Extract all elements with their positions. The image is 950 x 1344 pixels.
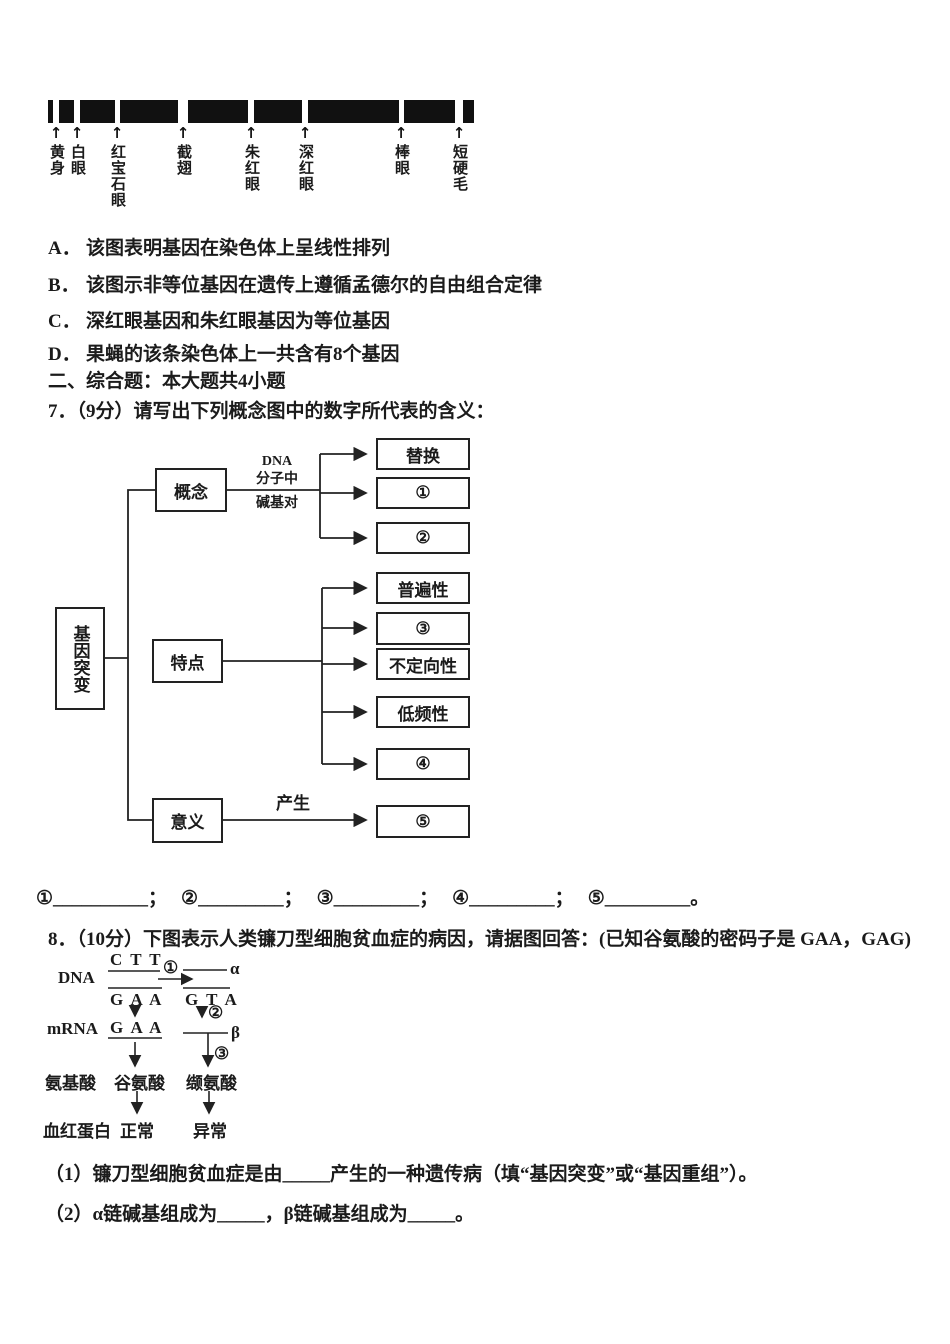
row-label-dna: DNA [58, 968, 95, 987]
gene-label: 红宝石眼 [109, 144, 125, 208]
concept-map-connectors [105, 446, 368, 828]
gene-pointer-arrow-icon: ↑ [394, 124, 408, 142]
q7-answer-blanks: ①__________； ②_________； ③_________； ④__… [36, 883, 709, 910]
concept-map-diagram: 基因突变 概念 特点 意义 DNA 分子中 碱基对 产生 替换 ① ② 普遍性 … [0, 435, 500, 855]
question7-stem: 7．（9分）请写出下列概念图中的数字所代表的含义： [48, 401, 495, 422]
answer-blank: ④_________； [452, 888, 574, 909]
step-3-label: ③ [214, 1044, 230, 1063]
concept-map-root-box: 基因突变 [55, 607, 105, 710]
section-header: 二、综合题：本大题共4小题 [48, 371, 286, 392]
dna-mutant-strand: G T A [185, 990, 239, 1009]
chromosome-segment [59, 100, 74, 123]
gene-pointer-arrow-icon: ↑ [452, 124, 466, 142]
dna-coding-strand: C T T [110, 950, 163, 969]
gene-pointer-arrow-icon: ↑ [70, 124, 84, 142]
step-2-label: ② [208, 1003, 224, 1022]
amino-acid-normal: 谷氨酸 [114, 1074, 165, 1093]
chromosome-figure: ↑ ↑ ↑ ↑ ↑ ↑ ↑ ↑ 黄身 白眼 红宝石眼 截翅 朱红眼 深红眼 棒眼… [0, 0, 950, 230]
beta-chain-label: β [231, 1023, 240, 1042]
concept-edge-label: DNA 分子中 碱基对 [243, 453, 311, 513]
question8-stem: 8．（10分）下图表示人类镰刀型细胞贫血症的病因，请据图回答：(已知谷氨酸的密码… [48, 929, 911, 950]
option-b: B． 该图示非等位基因在遗传上遵循孟德尔的自由组合定律 [48, 270, 542, 297]
concept-node-box: 概念 [155, 468, 227, 512]
option-c: C．深红眼基因和朱红眼基因为等位基因 [48, 306, 390, 333]
gene-label: 白眼 [69, 144, 85, 176]
gene-label: 棒眼 [393, 144, 409, 176]
option-key: D． [48, 344, 81, 365]
edge-label-line: 分子中 [256, 472, 298, 487]
meaning-node-box: 意义 [152, 798, 223, 843]
feature-node-box: 特点 [152, 639, 223, 683]
gene-label: 短硬毛 [451, 144, 467, 192]
chromosome-segment [188, 100, 248, 123]
chromosome-segment [80, 100, 115, 123]
hemoglobin-abnormal: 异常 [193, 1122, 227, 1141]
concept-child-box: ② [376, 522, 470, 554]
gene-label: 朱红眼 [243, 144, 259, 192]
gene-label: 黄身 [48, 144, 64, 176]
option-text: 该图表明基因在染色体上呈线性排列 [86, 238, 391, 259]
gene-pointer-arrow-icon: ↑ [176, 124, 190, 142]
edge-label-line: 碱基对 [256, 496, 298, 511]
concept-child-box: 替换 [376, 438, 470, 470]
option-key: B． [48, 275, 80, 296]
option-text: 深红眼基因和朱红眼基因为等位基因 [86, 311, 391, 332]
answer-blank: ①__________； [36, 888, 168, 909]
option-text: 果蝇的该条染色体上一共含有8个基因 [86, 344, 400, 365]
meaning-edge-label: 产生 [276, 794, 310, 813]
gene-label: 截翅 [175, 144, 191, 176]
chromosome-segment [404, 100, 455, 123]
concept-child-box: ① [376, 477, 470, 509]
feature-child-box: 普遍性 [376, 572, 470, 604]
pathway-connectors [108, 969, 230, 1115]
feature-child-box: 低频性 [376, 696, 470, 728]
answer-blank: ③_________； [316, 888, 439, 909]
alpha-chain-label: α [230, 959, 240, 978]
option-key: C． [48, 311, 81, 332]
gene-pointer-arrow-icon: ↑ [298, 124, 312, 142]
row-label-hemoglobin: 血红蛋白 [43, 1122, 111, 1141]
q8-subquestion-1: （1）镰刀型细胞贫血症是由_____产生的一种遗传病（填“基因突变”或“基因重组… [45, 1164, 758, 1185]
option-a: A．该图表明基因在染色体上呈线性排列 [48, 233, 390, 260]
q8-subquestion-2: （2）α链碱基组成为_____，β链碱基组成为_____。 [45, 1204, 475, 1225]
option-d: D．果蝇的该条染色体上一共含有8个基因 [48, 339, 400, 366]
meaning-child-box: ⑤ [376, 805, 470, 838]
chromosome-segment [254, 100, 302, 123]
chromosome-segment [463, 100, 474, 123]
gene-pointer-arrow-icon: ↑ [110, 124, 124, 142]
amino-acid-mutant: 缬氨酸 [186, 1074, 237, 1093]
chromosome-segment [120, 100, 178, 123]
feature-child-box: 不定向性 [376, 648, 470, 680]
row-label-mrna: mRNA [47, 1019, 98, 1038]
edge-label-line: DNA [261, 454, 293, 469]
gene-pointer-arrow-icon: ↑ [49, 124, 63, 142]
chromosome-segment [48, 100, 53, 123]
feature-child-box: ③ [376, 612, 470, 645]
mrna-codon-normal: G A A [110, 1018, 164, 1037]
chromosome-segment [308, 100, 399, 123]
sickle-cell-diagram: DNA mRNA 氨基酸 血红蛋白 C T T G A A G A A 谷氨酸 … [30, 945, 330, 1155]
row-label-amino-acid: 氨基酸 [45, 1074, 96, 1093]
gene-label: 深红眼 [297, 144, 313, 192]
answer-blank: ②_________； [181, 888, 303, 909]
feature-child-box: ④ [376, 748, 470, 780]
option-text: 该图示非等位基因在遗传上遵循孟德尔的自由组合定律 [86, 275, 543, 296]
gene-pointer-arrow-icon: ↑ [244, 124, 258, 142]
dna-template-strand: G A A [110, 990, 164, 1009]
answer-blank: ⑤_________。 [587, 888, 710, 909]
hemoglobin-normal: 正常 [120, 1122, 154, 1141]
step-1-label: ① [163, 958, 179, 977]
option-key: A． [48, 238, 81, 259]
